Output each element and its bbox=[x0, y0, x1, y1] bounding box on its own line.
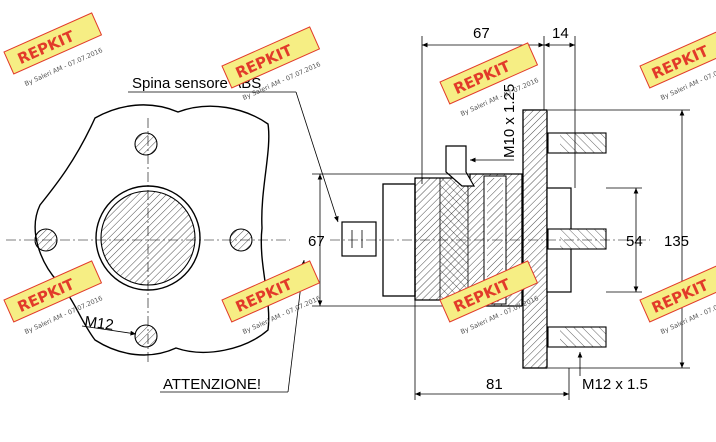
side-thread-label: M10 x 1.25 bbox=[501, 84, 518, 158]
dim-top-flange: 14 bbox=[552, 25, 569, 42]
bolt-hole-top bbox=[134, 132, 158, 156]
watermark-stamp: REPKIT By Saleri AM - 07.07.2016 bbox=[221, 26, 322, 102]
dim-overall-length: 81 bbox=[486, 376, 503, 393]
side-view bbox=[330, 109, 650, 369]
watermark-stamp: REPKIT By Saleri AM - 07.07.2016 bbox=[439, 42, 540, 118]
watermark-stamp: REPKIT By Saleri AM - 07.07.2016 bbox=[639, 262, 716, 336]
mount-boss bbox=[445, 145, 476, 187]
dim-bolt-circle: 54 bbox=[626, 233, 643, 250]
bolt-hole-bottom bbox=[134, 324, 158, 348]
stud-thread-label: M12 x 1.5 bbox=[582, 376, 648, 393]
watermark-stamp: REPKIT By Saleri AM - 07.07.2016 bbox=[639, 28, 716, 102]
dim-left-height: 67 bbox=[308, 233, 325, 250]
watermark-stamp: REPKIT By Saleri AM - 07.07.2016 bbox=[3, 12, 104, 88]
watermark-stamps: REPKIT By Saleri AM - 07.07.2016 REPKIT … bbox=[3, 12, 716, 336]
wheel-flange bbox=[522, 109, 548, 369]
abs-pin bbox=[341, 221, 377, 257]
front-view bbox=[6, 91, 339, 393]
dim-top-width: 67 bbox=[473, 25, 490, 42]
wheel-studs bbox=[547, 132, 607, 348]
attention-label: ATTENZIONE! bbox=[163, 376, 261, 393]
front-thread-label: M12 bbox=[83, 313, 114, 334]
watermark-stamp: REPKIT By Saleri AM - 07.07.2016 bbox=[221, 260, 322, 336]
dim-flange-height: 135 bbox=[664, 233, 689, 250]
